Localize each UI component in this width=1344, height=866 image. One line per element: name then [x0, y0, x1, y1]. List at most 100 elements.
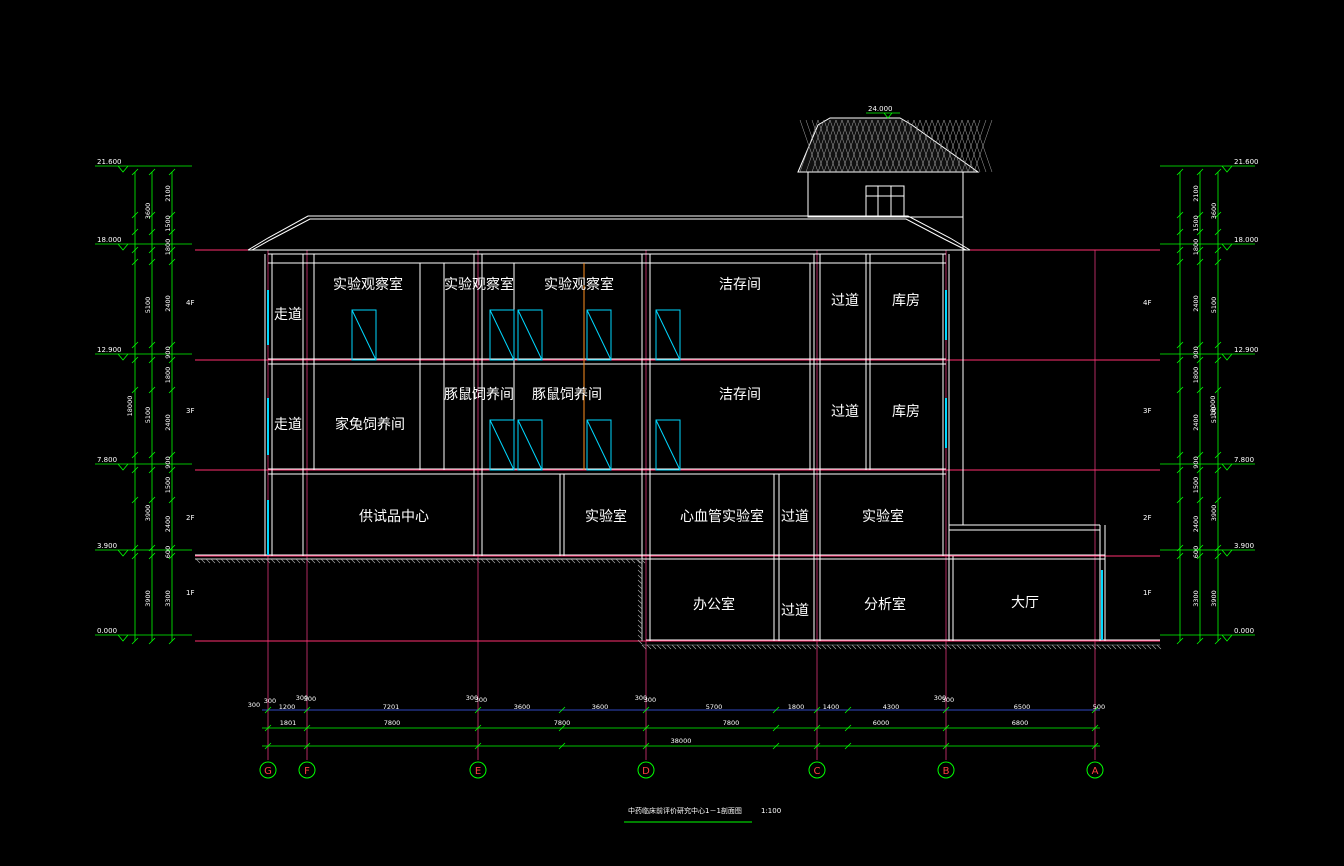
room-label: 过道 [831, 293, 859, 309]
dim-label: 3600 [1210, 203, 1218, 220]
drawing-title: 中药临床前评价研究中心1－1剖面图 [628, 806, 742, 815]
room-label: 库房 [892, 404, 920, 420]
axis-label: D [642, 766, 650, 777]
dim-label: 3600 [514, 703, 531, 711]
room-label: 洁存间 [719, 387, 761, 403]
dim-label: 4300 [883, 703, 900, 711]
dim-label: 7800 [384, 719, 401, 727]
axis-label: F [304, 766, 310, 777]
dim-label: 1500 [164, 477, 172, 494]
dim-label: 2400 [1192, 414, 1200, 431]
room-label: 大厅 [1011, 595, 1039, 611]
room-label: 办公室 [693, 596, 735, 613]
room-label: 实验观察室 [333, 276, 403, 293]
dim-label: 300 [248, 701, 260, 709]
dim-label: 300 [635, 694, 647, 702]
room-label: 实验室 [585, 508, 627, 525]
dim-label: 3300 [164, 590, 172, 607]
dim-label: 6800 [1012, 719, 1029, 727]
axis-bubble [937, 761, 955, 779]
level-label: 7.800 [97, 456, 117, 464]
dim-label: 5100 [1210, 407, 1218, 424]
door-icon [586, 309, 612, 361]
door-icon [655, 419, 681, 471]
dim-label: 3600 [144, 203, 152, 220]
dim-label: 2100 [1192, 185, 1200, 202]
dim-label: 5700 [706, 703, 723, 711]
level-label: 18.000 [1234, 236, 1259, 244]
dim-label: 300 [296, 694, 308, 702]
floor-tag: 2F [186, 514, 194, 522]
room-label: 洁存间 [719, 277, 761, 293]
level-label: 12.900 [1234, 346, 1259, 354]
room-labels-4f: 走道 实验观察室 实验观察室 实验观察室 洁存间 过道 库房 [274, 276, 920, 323]
dim-label: 1500 [1192, 477, 1200, 494]
dim-label: 300 [934, 694, 946, 702]
tower [797, 117, 980, 250]
floor-tag: 3F [1143, 407, 1151, 415]
level-label: 18.000 [97, 236, 122, 244]
floor-tag: 3F [186, 407, 194, 415]
dim-label: 7201 [383, 703, 400, 711]
door-icon [489, 309, 515, 361]
left-total-dim: 18000 [126, 396, 134, 417]
axis-label: A [1092, 766, 1099, 777]
floor-level-lines [195, 249, 1160, 642]
svg-text:24.000: 24.000 [868, 105, 893, 113]
dim-label: 2400 [1192, 295, 1200, 312]
room-label: 过道 [831, 404, 859, 420]
dim-label: 600 [1192, 546, 1200, 558]
dim-label: 1800 [788, 703, 805, 711]
level-label: 7.800 [1234, 456, 1254, 464]
dim-label: 7800 [554, 719, 571, 727]
room-label: 库房 [892, 293, 920, 309]
dim-label: 300 [942, 696, 954, 704]
dim-label: 1800 [164, 239, 172, 256]
roof-level-marker: 24.000 [866, 105, 900, 119]
level-label: 3.900 [97, 542, 117, 550]
dim-label: 6000 [873, 719, 890, 727]
dim-label: 3900 [144, 505, 152, 522]
roof [247, 215, 971, 255]
room-labels-2f: 供试品中心 实验室 心血管实验室 过道 实验室 [359, 508, 904, 525]
dim-label: 1800 [1192, 367, 1200, 384]
drawing-scale: 1:100 [761, 807, 781, 815]
level-label: 12.900 [97, 346, 122, 354]
dim-label: 900 [164, 456, 172, 468]
dim-label: 7800 [723, 719, 740, 727]
tower-hatching [799, 119, 993, 173]
axis-label: G [264, 766, 272, 777]
room-label: 豚鼠饲养间 [444, 387, 514, 403]
floor-tag: 1F [186, 589, 194, 597]
dim-label: 5100 [144, 407, 152, 424]
axis-bubble [259, 761, 277, 779]
dim-label: 300 [304, 695, 316, 703]
dim-label: 900 [164, 346, 172, 358]
level-label: 21.600 [97, 158, 122, 166]
door-icon [517, 309, 543, 361]
axis-bubble [1086, 761, 1104, 779]
dim-label: 3900 [1210, 590, 1218, 607]
dim-label: 1801 [280, 719, 297, 727]
dim-label: 2400 [164, 295, 172, 312]
dim-label: 300 [466, 694, 478, 702]
axis-label: C [814, 766, 821, 777]
axis-grid-lines [267, 250, 1096, 760]
axis-label: B [943, 766, 950, 777]
room-label: 分析室 [864, 596, 906, 613]
room-label: 心血管实验室 [680, 508, 764, 525]
level-label: 0.000 [1234, 627, 1254, 635]
axis-bubble [808, 761, 826, 779]
dim-label: 2400 [1192, 516, 1200, 533]
door-icon [655, 309, 681, 361]
floor-tag: 1F [1143, 589, 1151, 597]
room-label: 家兔饲养间 [335, 416, 405, 433]
dim-label: 500 [1093, 703, 1105, 711]
dim-label: 300 [644, 696, 656, 704]
ground [195, 558, 1162, 650]
room-label: 供试品中心 [359, 509, 429, 525]
room-label: 过道 [781, 509, 809, 525]
floor-tag: 4F [186, 299, 194, 307]
